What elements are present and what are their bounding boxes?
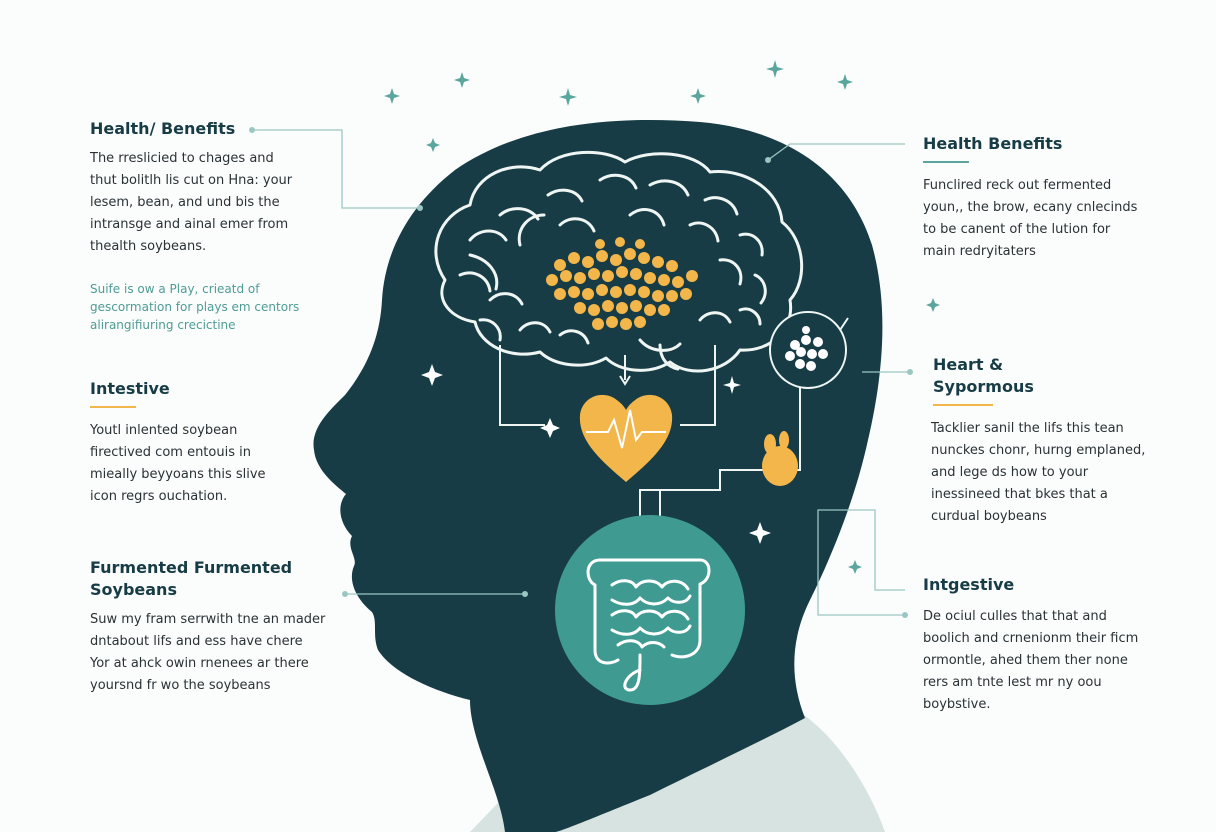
- soybean-cluster-icon: [546, 237, 698, 330]
- note-line: alirangifiuring crecictine: [90, 318, 236, 332]
- text-line: Youtl inlented soybean: [90, 423, 238, 438]
- text-line: inessineed that bkes that a: [931, 487, 1108, 502]
- text-line: boolich and crnenionm their ficm: [923, 631, 1139, 646]
- right-heart-title: Heart & Sypormous: [933, 354, 1145, 398]
- text-line: boybstive.: [923, 697, 991, 712]
- text-line: intransge and ainal emer from: [90, 217, 289, 232]
- left-intestive-title: Intestive: [90, 379, 170, 398]
- text-line: youn,, the brow, ecany cnlecinds: [923, 200, 1138, 215]
- text-line: nunckes chonr, hurng emplaned,: [931, 443, 1146, 458]
- sparkle-icon: [421, 364, 771, 544]
- head-silhouette: [313, 119, 883, 832]
- connector-lines: [252, 129, 910, 616]
- text-line: De ociul culles that that and: [923, 609, 1107, 624]
- right-intgestive-block: Intgestive De ociul culles that that and…: [923, 574, 1138, 716]
- connector-dot: [249, 127, 255, 133]
- note-line: Suife is ow a Play, crieatd of: [90, 282, 260, 296]
- title-line: Furmented Furmented: [90, 558, 293, 577]
- text-line: ormontle, ahed them ther none: [923, 653, 1128, 668]
- title-line: Heart &: [933, 355, 1004, 374]
- left-health-benefits-note: Suife is ow a Play, crieatd of gescormat…: [90, 280, 299, 334]
- text-line: Funclired reck out fermented: [923, 178, 1112, 193]
- text-line: thealth soybeans.: [90, 239, 207, 254]
- sparkle-icon: [384, 60, 940, 574]
- title-underline: [90, 406, 136, 408]
- connector-dot: [417, 205, 423, 211]
- text-line: rers am tnte lest mr ny oou: [923, 675, 1102, 690]
- left-furmented-title: Furmented Furmented Soybeans: [90, 557, 325, 601]
- soybean-cluster-icon: [785, 326, 828, 371]
- title-line: Sypormous: [933, 377, 1034, 396]
- left-health-benefits-block: Health/ Benefits The rreslicied to chage…: [90, 118, 299, 334]
- right-heart-block: Heart & Sypormous Tacklier sanil the lif…: [931, 354, 1145, 528]
- right-health-benefits-title: Health Benefits: [923, 134, 1063, 153]
- right-health-benefits-text: Funclired reck out fermented youn,, the …: [923, 175, 1137, 263]
- text-line: to be canent of the lution for: [923, 222, 1111, 237]
- right-heart-text: Tacklier sanil the lifs this tean nuncke…: [931, 418, 1145, 528]
- right-intgestive-text: De ociul culles that that and boolich an…: [923, 606, 1138, 716]
- connector-dot: [902, 612, 908, 618]
- text-line: Suw my fram serrwith tne an mader: [90, 612, 326, 627]
- left-furmented-text: Suw my fram serrwith tne an mader dntabo…: [90, 609, 325, 697]
- heartbeat-line: [586, 409, 666, 449]
- text-line: lesem, bean, and und bis the: [90, 195, 280, 210]
- text-line: icon regrs ouchation.: [90, 489, 228, 504]
- text-line: yoursnd fr wo the soybeans: [90, 678, 271, 693]
- note-line: gescormation for plays em centors: [90, 300, 300, 314]
- left-health-benefits-text: The rreslicied to chages and thut bolitl…: [90, 148, 299, 258]
- title-underline: [933, 404, 993, 406]
- text-line: thut bolitlh lis cut on Hna: your: [90, 173, 293, 188]
- text-line: and lege ds how to your: [931, 465, 1089, 480]
- connector-lines: [839, 317, 849, 331]
- text-line: firectived com entouis in: [90, 445, 251, 460]
- brain-icon: [434, 150, 804, 373]
- right-health-benefits-block: Health Benefits Funclired reck out ferme…: [923, 133, 1137, 263]
- left-intestive-text: Youtl inlented soybean firectived com en…: [90, 420, 266, 508]
- text-line: main redryitaters: [923, 244, 1036, 259]
- intestine-icon: [586, 558, 711, 692]
- left-furmented-block: Furmented Furmented Soybeans Suw my fram…: [90, 557, 325, 697]
- title-line: Soybeans: [90, 580, 177, 599]
- text-line: Yor at ahck owin rnenees ar there: [90, 656, 309, 671]
- text-line: The rreslicied to chages and: [90, 151, 274, 166]
- connector-dot: [907, 369, 913, 375]
- left-intestive-block: Intestive Youtl inlented soybean firecti…: [90, 378, 266, 508]
- heart-icon: [579, 394, 673, 482]
- small-organ-icon: [762, 431, 798, 486]
- connector-dot: [342, 591, 348, 597]
- text-line: mieally beyyoans this slive: [90, 467, 266, 482]
- soybean-circle-icon: [769, 311, 847, 389]
- title-underline: [923, 161, 969, 163]
- text-line: curdual boybeans: [931, 509, 1047, 524]
- text-line: Tacklier sanil the lifs this tean: [931, 421, 1124, 436]
- connector-dot: [765, 157, 771, 163]
- right-intgestive-title: Intgestive: [923, 575, 1015, 594]
- text-line: dntabout lifs and ess have chere: [90, 634, 303, 649]
- arrow-icon: [619, 375, 631, 386]
- left-health-benefits-title: Health/ Benefits: [90, 119, 236, 138]
- connector-dot: [522, 591, 528, 597]
